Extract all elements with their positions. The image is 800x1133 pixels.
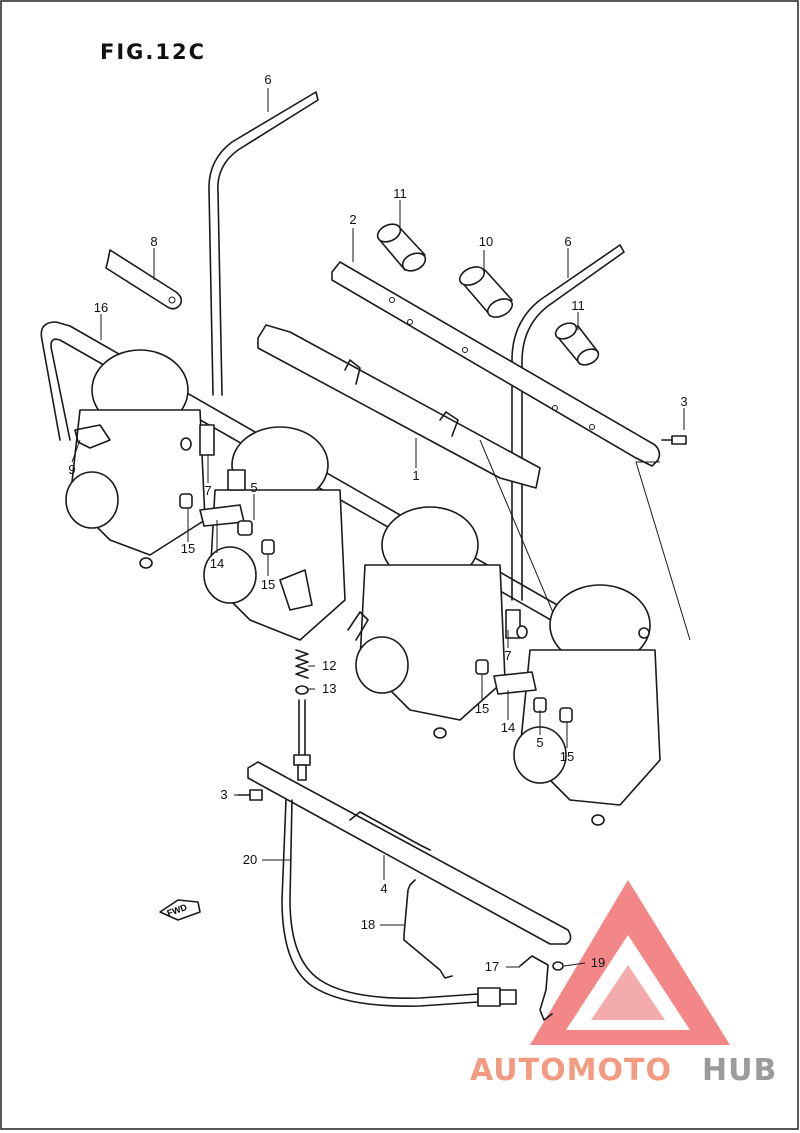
- callout-7-right: 7: [504, 648, 511, 663]
- screw-3-bottom: [237, 789, 263, 801]
- leader-lines: [71, 88, 685, 968]
- fittings-left: [179, 469, 275, 555]
- callout-14-left: 14: [210, 556, 224, 571]
- washer-19: [552, 961, 564, 971]
- spring-12: [295, 649, 309, 679]
- callout-10: 10: [479, 234, 493, 249]
- callout-11-top: 11: [393, 186, 407, 201]
- hose-6-left: [208, 91, 319, 396]
- callout-15-c: 15: [475, 701, 489, 716]
- callout-18: 18: [361, 917, 375, 932]
- bracket-8: [105, 249, 183, 310]
- carburetor-4: [513, 584, 661, 826]
- carburetor-2: [203, 426, 346, 641]
- watermark-text: AUTOMOTO HUB: [470, 1053, 777, 1088]
- joint-7-left: [180, 424, 215, 456]
- watermark-part1: AUTOMOTO: [470, 1053, 672, 1088]
- callout-labels: 6 11 2 10 6 11 8 16 3 1 9 7 5 15 14 15 7…: [68, 72, 687, 974]
- callout-6-right: 6: [564, 234, 571, 249]
- callout-19: 19: [591, 955, 605, 970]
- watermark-part2: HUB: [702, 1053, 777, 1088]
- callout-5-right: 5: [536, 735, 543, 750]
- callout-13: 13: [322, 681, 336, 696]
- cable-end-fitting: [477, 987, 517, 1007]
- callout-3-top: 3: [680, 394, 687, 409]
- cap-11-right: [554, 322, 600, 366]
- callout-15-a: 15: [181, 541, 195, 556]
- callout-17: 17: [485, 959, 499, 974]
- callout-15-b: 15: [261, 577, 275, 592]
- callout-2: 2: [349, 212, 356, 227]
- hose-6-right: [511, 244, 625, 601]
- callout-4: 4: [380, 881, 387, 896]
- screw-3-top: [661, 435, 687, 445]
- callout-14-right: 14: [501, 720, 515, 735]
- cap-11-top: [376, 223, 427, 272]
- callout-20: 20: [243, 852, 257, 867]
- callout-12: 12: [322, 658, 336, 673]
- callout-6-left: 6: [264, 72, 271, 87]
- callout-3-bottom: 3: [220, 787, 227, 802]
- callout-15-d: 15: [560, 749, 574, 764]
- callout-16: 16: [94, 300, 108, 315]
- figure-title: FIG.12C: [100, 40, 207, 64]
- callout-1: 1: [412, 468, 419, 483]
- rod-18: [403, 879, 453, 979]
- callout-11-right: 11: [571, 298, 585, 313]
- plate-1: [257, 324, 541, 489]
- watermark-logo: [530, 880, 730, 1045]
- callout-7-left: 7: [204, 483, 211, 498]
- callout-9: 9: [68, 462, 75, 477]
- bracket-4: [247, 761, 572, 945]
- callout-5-left: 5: [250, 480, 257, 495]
- spring-clip-17: [519, 955, 553, 1021]
- adjuster-screw: [293, 699, 311, 781]
- callout-8: 8: [150, 234, 157, 249]
- plate-2: [331, 261, 661, 467]
- carburetor-3: [347, 506, 506, 739]
- washer-13: [295, 685, 309, 695]
- joint-7-right: [505, 609, 528, 639]
- fittings-right: [475, 659, 573, 723]
- clip-9: [74, 424, 111, 449]
- carburetor-1: [65, 349, 206, 569]
- fwd-arrow: FWD: [159, 899, 201, 921]
- cap-10: [458, 266, 514, 318]
